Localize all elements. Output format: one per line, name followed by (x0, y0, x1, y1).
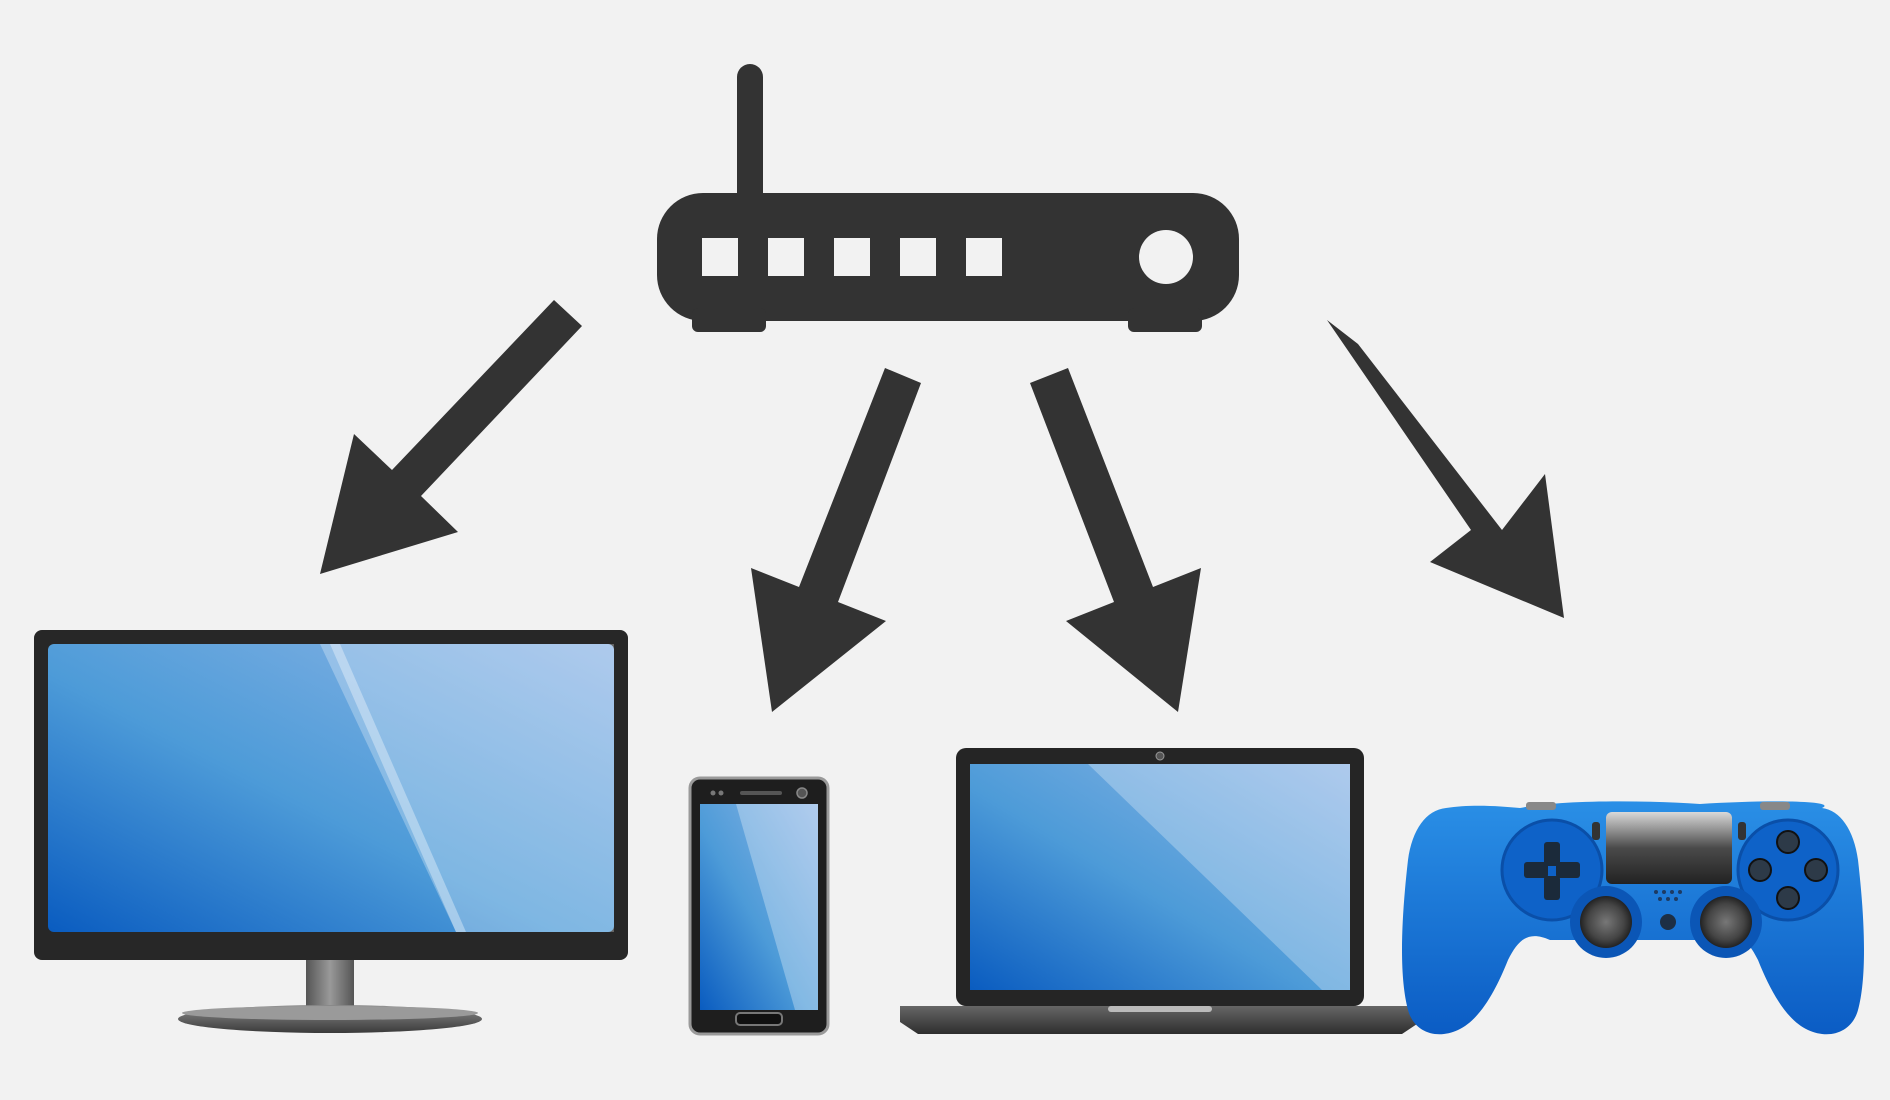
gamepad-icon (1402, 801, 1864, 1035)
arrow-to-smartphone (751, 368, 921, 712)
arrow-to-laptop (1030, 368, 1201, 712)
router-icon (657, 64, 1239, 332)
laptop-icon (900, 748, 1420, 1034)
router-power-button (1139, 230, 1193, 284)
monitor-icon (34, 630, 628, 1033)
arrow-to-game-controller (1327, 320, 1564, 618)
smartphone-icon (688, 776, 830, 1036)
router-port-lights (702, 238, 1002, 276)
arrow-to-monitor (320, 300, 582, 574)
touchpad (1606, 812, 1732, 884)
